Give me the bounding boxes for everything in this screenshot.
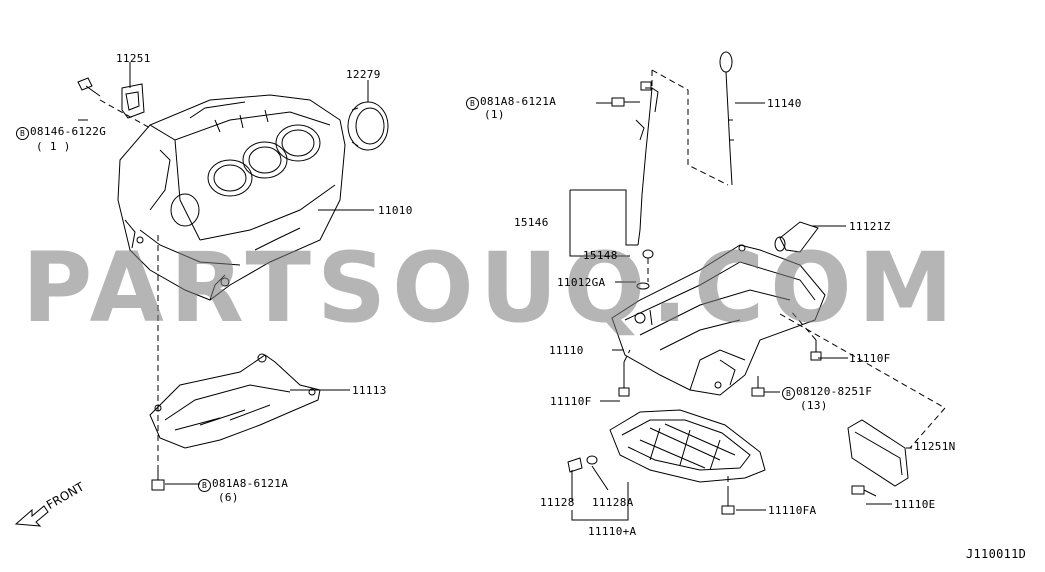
bolt-081A8-6-illustration (151, 468, 165, 491)
bolt-11110E-illustration (851, 485, 877, 497)
bolt-08120-illustration (751, 376, 765, 397)
gasket-11012GA-illustration (636, 282, 650, 290)
part-label-11010[interactable]: 11010 (378, 204, 413, 217)
bolt-qty-08120: (13) (800, 399, 828, 412)
part-label-11110E[interactable]: 11110E (894, 498, 936, 511)
part-label-12279[interactable]: 12279 (346, 68, 381, 81)
bolt-code: 08120-8251F (796, 385, 873, 398)
drain-plug-11128-illustration (567, 457, 583, 473)
bolt-11110F-right-illustration (810, 340, 822, 361)
part-label-11113[interactable]: 11113 (352, 384, 387, 397)
lower-oil-pan-illustration (609, 409, 766, 483)
part-label-11251[interactable]: 11251 (116, 52, 151, 65)
bolt-081A8-1-illustration (611, 97, 640, 107)
bolt-code: 081A8-6121A (480, 95, 557, 108)
bolt-symbol-icon: B (198, 479, 211, 492)
part-label-11012GA[interactable]: 11012GA (557, 276, 606, 289)
part-label-11110F-right[interactable]: 11110F (849, 352, 891, 365)
bolt-code: 081A8-6121A (212, 477, 289, 490)
part-label-11110F-left[interactable]: 11110F (550, 395, 592, 408)
o-ring-15148-illustration (642, 249, 654, 259)
bolt-08146-illustration (77, 77, 101, 97)
bolt-qty-081A8-bottom: (6) (218, 491, 239, 504)
upper-oil-pan-11110-illustration (611, 244, 826, 396)
diagram-code: J110011D (966, 547, 1027, 561)
bolt-11110FA-illustration (721, 492, 735, 515)
part-label-11121Z[interactable]: 11121Z (849, 220, 891, 233)
part-label-11110A[interactable]: 11110+A (588, 525, 637, 538)
oil-seal-12279-illustration (347, 101, 389, 151)
strainer-11121Z-illustration (774, 221, 819, 253)
part-label-11110[interactable]: 11110 (549, 344, 584, 357)
bolt-symbol-icon: B (466, 97, 479, 110)
part-label-15148[interactable]: 15148 (583, 249, 618, 262)
bolt-11110F-left-illustration (618, 362, 630, 397)
baffle-plate-11113-illustration (149, 353, 321, 449)
part-label-11251N[interactable]: 11251N (914, 440, 956, 453)
bolt-qty-08146: ( 1 ) (36, 140, 71, 153)
bolt-code: 08146-6122G (30, 125, 107, 138)
part-label-11110FA[interactable]: 11110FA (768, 504, 817, 517)
dashed-reference-lines (99, 69, 946, 492)
bolt-symbol-icon: B (16, 127, 29, 140)
washer-11128A-illustration (586, 455, 598, 465)
guide-tube-15146-illustration (635, 81, 659, 246)
part-label-11128A[interactable]: 11128A (592, 496, 634, 509)
cylinder-block-illustration (117, 94, 346, 301)
bolt-qty-081A8-top: (1) (484, 108, 505, 121)
leader-lines (78, 62, 912, 521)
cover-11251N-illustration (847, 419, 909, 487)
bracket-11251-illustration (121, 83, 145, 119)
bolt-symbol-icon: B (782, 387, 795, 400)
dipstick-11140-illustration (719, 51, 734, 186)
part-label-15146[interactable]: 15146 (514, 216, 549, 229)
part-label-11128[interactable]: 11128 (540, 496, 575, 509)
part-label-11140[interactable]: 11140 (767, 97, 802, 110)
front-arrow-icon (14, 505, 49, 527)
